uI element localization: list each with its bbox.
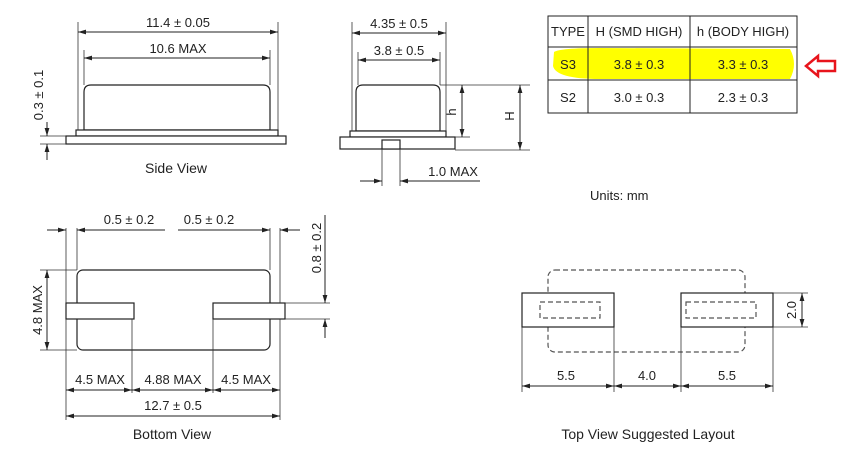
front-width-dim: 4.35 ± 0.5	[370, 16, 428, 31]
side-length-dim: 11.4 ± 0.05	[146, 15, 210, 30]
bottom-middle-dim: 4.88 MAX	[144, 372, 201, 387]
layout-gap-dim: 4.0	[638, 368, 656, 383]
layout-view-caption: Top View Suggested Layout	[561, 426, 734, 442]
layout-pad-height-dim: 2.0	[784, 301, 799, 319]
bottom-right-dim: 4.5 MAX	[221, 372, 271, 387]
table-cell-type: S2	[560, 90, 576, 105]
bottom-height-dim: 4.8 MAX	[30, 285, 45, 335]
table-cell-H: 3.8 ± 0.3	[614, 57, 665, 72]
side-thickness-dim: 0.3 ± 0.1	[31, 70, 46, 121]
front-H-label: H	[502, 111, 517, 120]
side-view: 11.4 ± 0.05 10.6 MAX 0.3 ± 0.1 Side View	[31, 15, 287, 176]
table-header-h: h (BODY HIGH)	[697, 24, 789, 39]
side-body-length-dim: 10.6 MAX	[149, 41, 206, 56]
table-header-H: H (SMD HIGH)	[596, 24, 683, 39]
pad-offset-right-dim: 0.5 ± 0.2	[184, 212, 235, 227]
table-cell-H: 3.0 ± 0.3	[614, 90, 665, 105]
front-view: 4.35 ± 0.5 3.8 ± 0.5 h H 1.0 MAX	[339, 16, 530, 186]
table-header-type: TYPE	[551, 24, 585, 39]
table-cell-h: 3.3 ± 0.3	[718, 57, 769, 72]
units-label: Units: mm	[590, 188, 649, 203]
layout-right-dim: 5.5	[718, 368, 736, 383]
front-h-label: h	[444, 108, 459, 115]
bottom-view: 0.5 ± 0.2 0.5 ± 0.2 4.8 MAX 0.8 ± 0.2 4.…	[30, 212, 330, 442]
layout-left-dim: 5.5	[557, 368, 575, 383]
front-body-width-dim: 3.8 ± 0.5	[374, 43, 425, 58]
height-table: TYPE H (SMD HIGH) h (BODY HIGH) S3 3.8 ±…	[547, 15, 798, 114]
table-cell-h: 2.3 ± 0.3	[718, 90, 769, 105]
top-view-layout: 5.5 4.0 5.5 2.0 Top View Suggested Layou…	[521, 269, 808, 442]
red-arrow-icon	[804, 53, 837, 79]
pad-offset-left-dim: 0.5 ± 0.2	[104, 212, 155, 227]
bottom-left-dim: 4.5 MAX	[75, 372, 125, 387]
pad-height-dim: 0.8 ± 0.2	[309, 223, 324, 274]
side-view-caption: Side View	[145, 160, 208, 176]
bottom-view-caption: Bottom View	[133, 426, 212, 442]
table-cell-type: S3	[560, 57, 576, 72]
bottom-total-dim: 12.7 ± 0.5	[144, 398, 202, 413]
front-lead-dim: 1.0 MAX	[428, 164, 478, 179]
